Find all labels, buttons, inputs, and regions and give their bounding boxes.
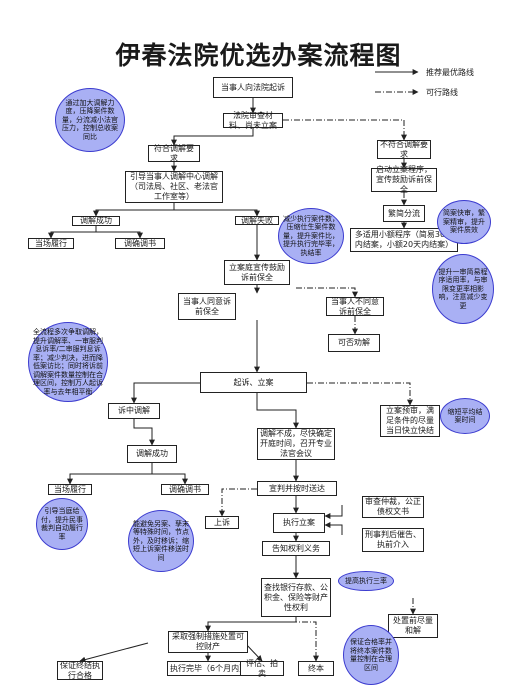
node-eligible: 符合调解要求 (148, 144, 200, 163)
node-issue-doc-2: 调确调书 (161, 484, 209, 495)
node-mediation-success-2: 调解成功 (127, 445, 177, 463)
node-dispose: 处置前尽量和解 (388, 614, 438, 638)
node-file-promote: 立案庭宣传鼓励诉前保全 (224, 260, 290, 285)
node-start: 当事人向法院起诉 (213, 77, 293, 98)
node-enforce-file: 执行立案 (273, 513, 325, 533)
note-bubble-5: 全流程多次争取调解，提升调解率、一审服判息诉率/二审服判息诉率；减少判决，进而降… (28, 322, 108, 402)
node-review: 法院审查材料、尚未立案 (223, 111, 283, 130)
node-appeal: 上诉 (205, 516, 239, 529)
node-on-site-2: 当场履行 (48, 484, 92, 495)
node-deliver: 宣判并按时送达 (257, 481, 337, 496)
node-party-agree: 当事人同意诉前保全 (178, 293, 236, 320)
node-party-disagree: 当事人不同意诉前保全 (326, 297, 384, 316)
node-terminate: 终本 (298, 661, 334, 676)
node-criminal-fine: 刑事判后催告、执前介入 (362, 528, 424, 552)
node-review-enforce: 审查仲裁，公正债权文书 (362, 496, 424, 518)
node-guarantee: 保证终结执行合格 (57, 661, 103, 680)
node-search-assets: 查找银行存款、公积金、保险等财产性权利 (261, 578, 331, 617)
node-simple-split: 繁简分流 (383, 205, 425, 222)
node-file-warn: 立案预审，满足条件的尽量当日快立快结 (380, 405, 440, 437)
node-mediation-fail-2: 调解不成，尽快确定开庭时间，召开专业法官会议 (257, 428, 335, 460)
legend-recommended: 推荐最优路线 (426, 68, 474, 77)
node-start-filing: 启动立案程序，宣传鼓励诉前保全 (371, 165, 437, 194)
note-bubble-6: 缩短平均结案时间 (440, 398, 490, 434)
node-compulsory: 采取强制措施处置可控财产 (168, 631, 248, 653)
note-bubble-2: 简案快审，繁案精审，提升案件质效 (437, 200, 491, 244)
note-bubble-7: 引导当庭给付，提升民事裁判自动履行率 (36, 498, 88, 550)
legend-feasible: 可行路线 (426, 88, 458, 97)
note-bubble-1: 通过加大调解力度，压降案件数量，分流减小法官压力，控制总收案同比 (55, 88, 125, 152)
node-on-site-1: 当场履行 (28, 238, 74, 249)
note-bubble-10: 保证合格率并将终本案件数量控制在合理区间 (343, 625, 399, 685)
node-ineligible: 不符合调解要求 (377, 140, 431, 159)
node-mediation-fail-1: 调解失败 (235, 216, 279, 225)
node-notice-duty: 告知权利义务 (262, 541, 330, 556)
node-done-6m: 执行完毕（6个月内） (167, 661, 249, 676)
node-mediation-success-1: 调解成功 (72, 216, 120, 226)
node-issue-doc-1: 调确调书 (115, 238, 165, 249)
note-bubble-8: 能避免另案、孳末等特殊时间，节点外，及时移诉；缩短上诉案件移送时间 (128, 510, 194, 572)
node-in-mediation: 诉中调解 (108, 403, 160, 419)
note-bubble-3: 减少执行案件数，压缩仕生案件数量，提升案件比，提升执行完毕率，执结率 (278, 208, 344, 264)
note-bubble-4: 提升一审简易程序适用率，与审限变更率相影响，注意减少变更 (432, 254, 494, 324)
note-bubble-9: 提高执行三率 (338, 571, 394, 591)
node-may-persuade: 可否劝解 (328, 334, 380, 352)
node-guide-mediation: 引导当事人调解中心调解（司法局、社区、老法官工作室等） (125, 171, 223, 203)
page-title: 伊春法院优选办案流程图 (115, 41, 402, 70)
node-sue-file: 起诉、立案 (200, 372, 307, 393)
node-evaluate: 评估、拍卖 (240, 659, 284, 678)
